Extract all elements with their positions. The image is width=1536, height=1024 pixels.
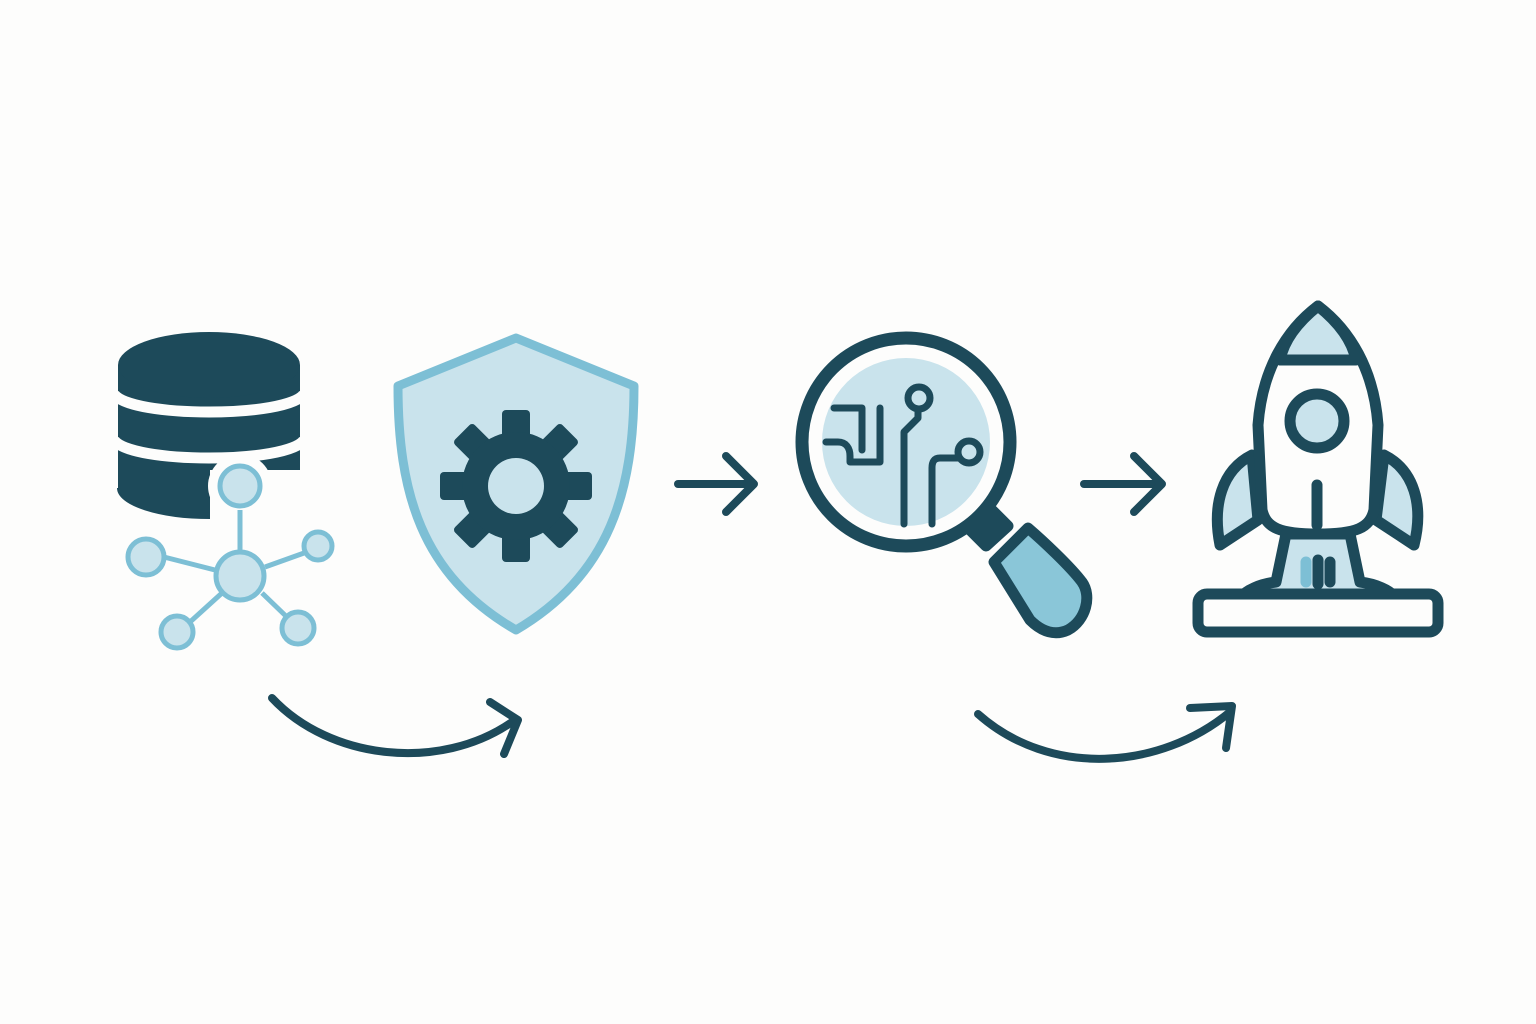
rocket-right-fin: [1370, 449, 1424, 551]
connector-arrows: [268, 452, 1236, 763]
magnifier-handle: [964, 504, 1093, 639]
rocket-window: [1284, 388, 1350, 454]
shield-gear-icon: [393, 333, 639, 635]
database-icon: [109, 332, 309, 519]
curved-arrow-icon: [974, 702, 1236, 763]
launch-pad: [1192, 588, 1444, 638]
circuit-traces: [822, 383, 984, 528]
rocket-left-fin: [1211, 449, 1264, 551]
magnifier-circuit-icon: [795, 331, 1093, 639]
curved-arrow-icon: [268, 694, 522, 758]
arrow-right-icon: [674, 452, 758, 516]
network-icon: [125, 454, 335, 651]
rocket-nose: [1274, 300, 1362, 366]
database-network-icon: [109, 332, 335, 651]
gear-icon: [440, 410, 592, 562]
rocket-launch-icon: [1192, 300, 1444, 638]
arrow-right-icon: [1080, 452, 1166, 516]
